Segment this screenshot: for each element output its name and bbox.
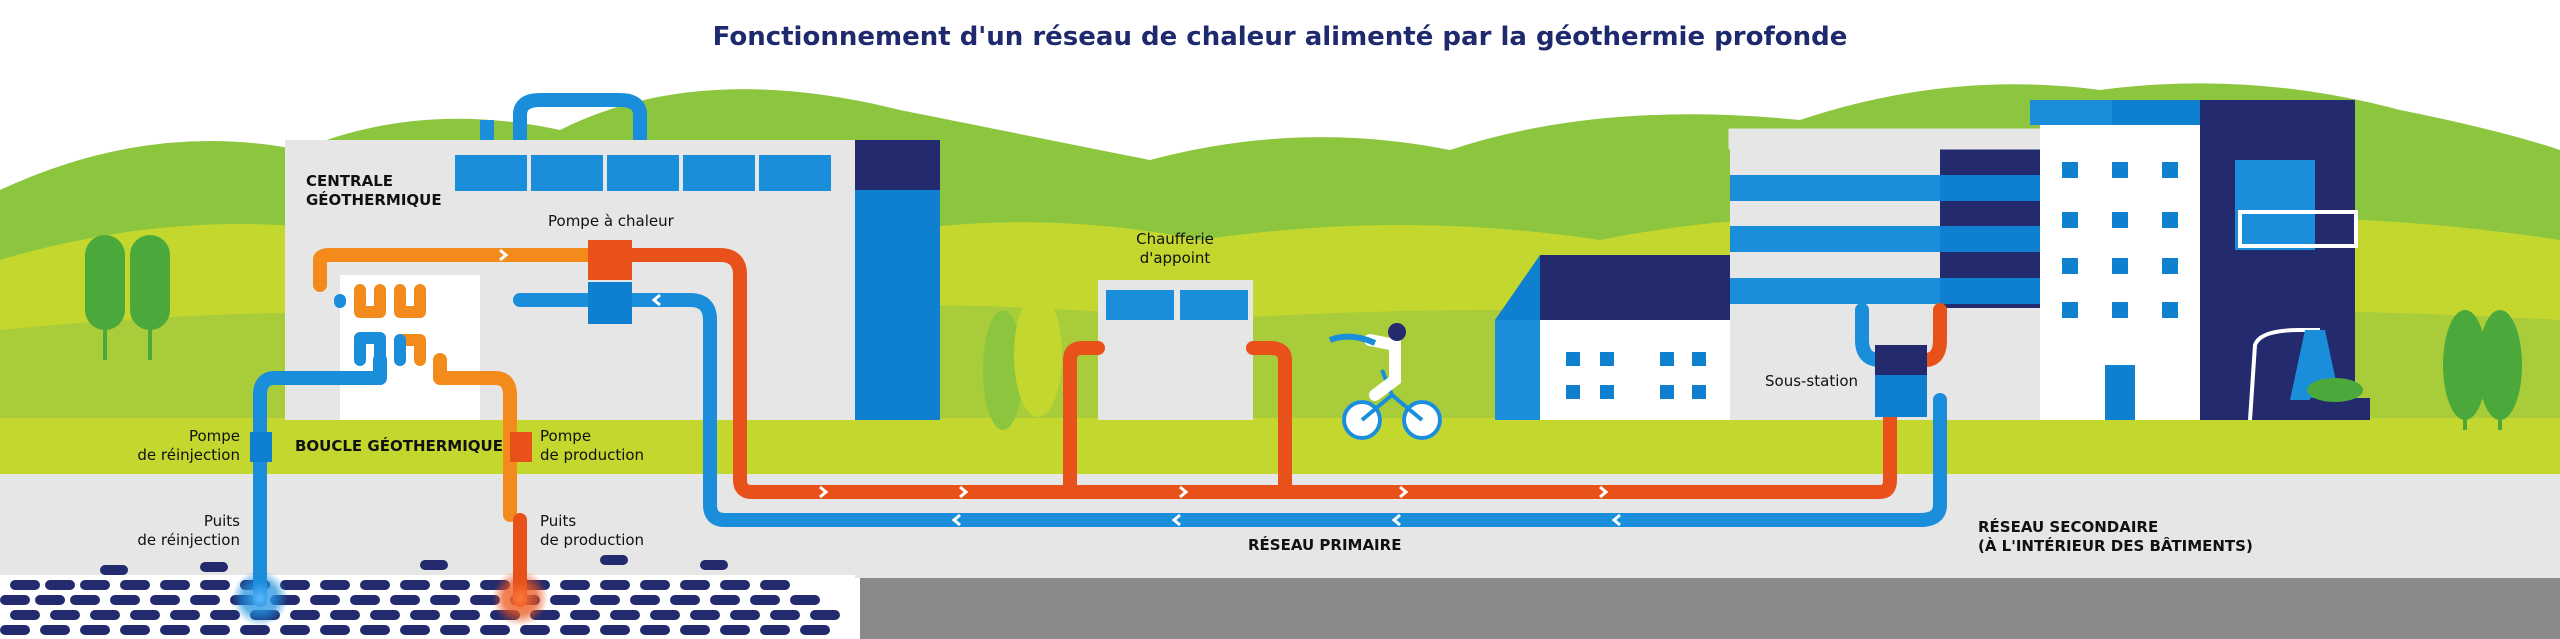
heat-pump-bottom — [588, 282, 632, 324]
backup-boiler — [1098, 280, 1253, 420]
label-pompe-production: Pompe de production — [540, 427, 645, 464]
label-pompe-reinjection: Pompe de réinjection — [137, 427, 240, 464]
label-puits-reinjection: Puits de réinjection — [137, 512, 240, 549]
rock-layer — [0, 555, 855, 639]
label-puits-production: Puits de production — [540, 512, 645, 549]
cyclist — [1328, 323, 1442, 440]
pumps — [250, 240, 1927, 462]
label-sous-station: Sous-station — [1765, 372, 1859, 390]
trees — [85, 235, 2522, 430]
label-pompe-a-chaleur: Pompe à chaleur — [548, 212, 674, 230]
heat-pump-top — [588, 240, 632, 280]
flow-arrows — [499, 248, 1621, 527]
reinjection-pump — [250, 432, 272, 462]
production-pump — [510, 432, 532, 462]
label-chaufferie-appoint: Chaufferie d'appoint — [1136, 230, 1214, 267]
label-centrale-geothermique: CENTRALE GÉOTHERMIQUE — [306, 172, 442, 209]
cold-pipes — [253, 293, 1947, 607]
label-reseau-primaire: RÉSEAU PRIMAIRE — [1248, 536, 1402, 554]
label-boucle-geothermique: BOUCLE GÉOTHERMIQUE — [295, 437, 503, 455]
reinjection-well-glow — [232, 570, 288, 626]
production-well-glow — [492, 570, 548, 626]
label-reseau-secondaire: RÉSEAU SECONDAIRE (À L'INTÉRIEUR DES BÂT… — [1978, 518, 2253, 555]
page-title: Fonctionnement d'un réseau de chaleur al… — [712, 22, 1848, 52]
